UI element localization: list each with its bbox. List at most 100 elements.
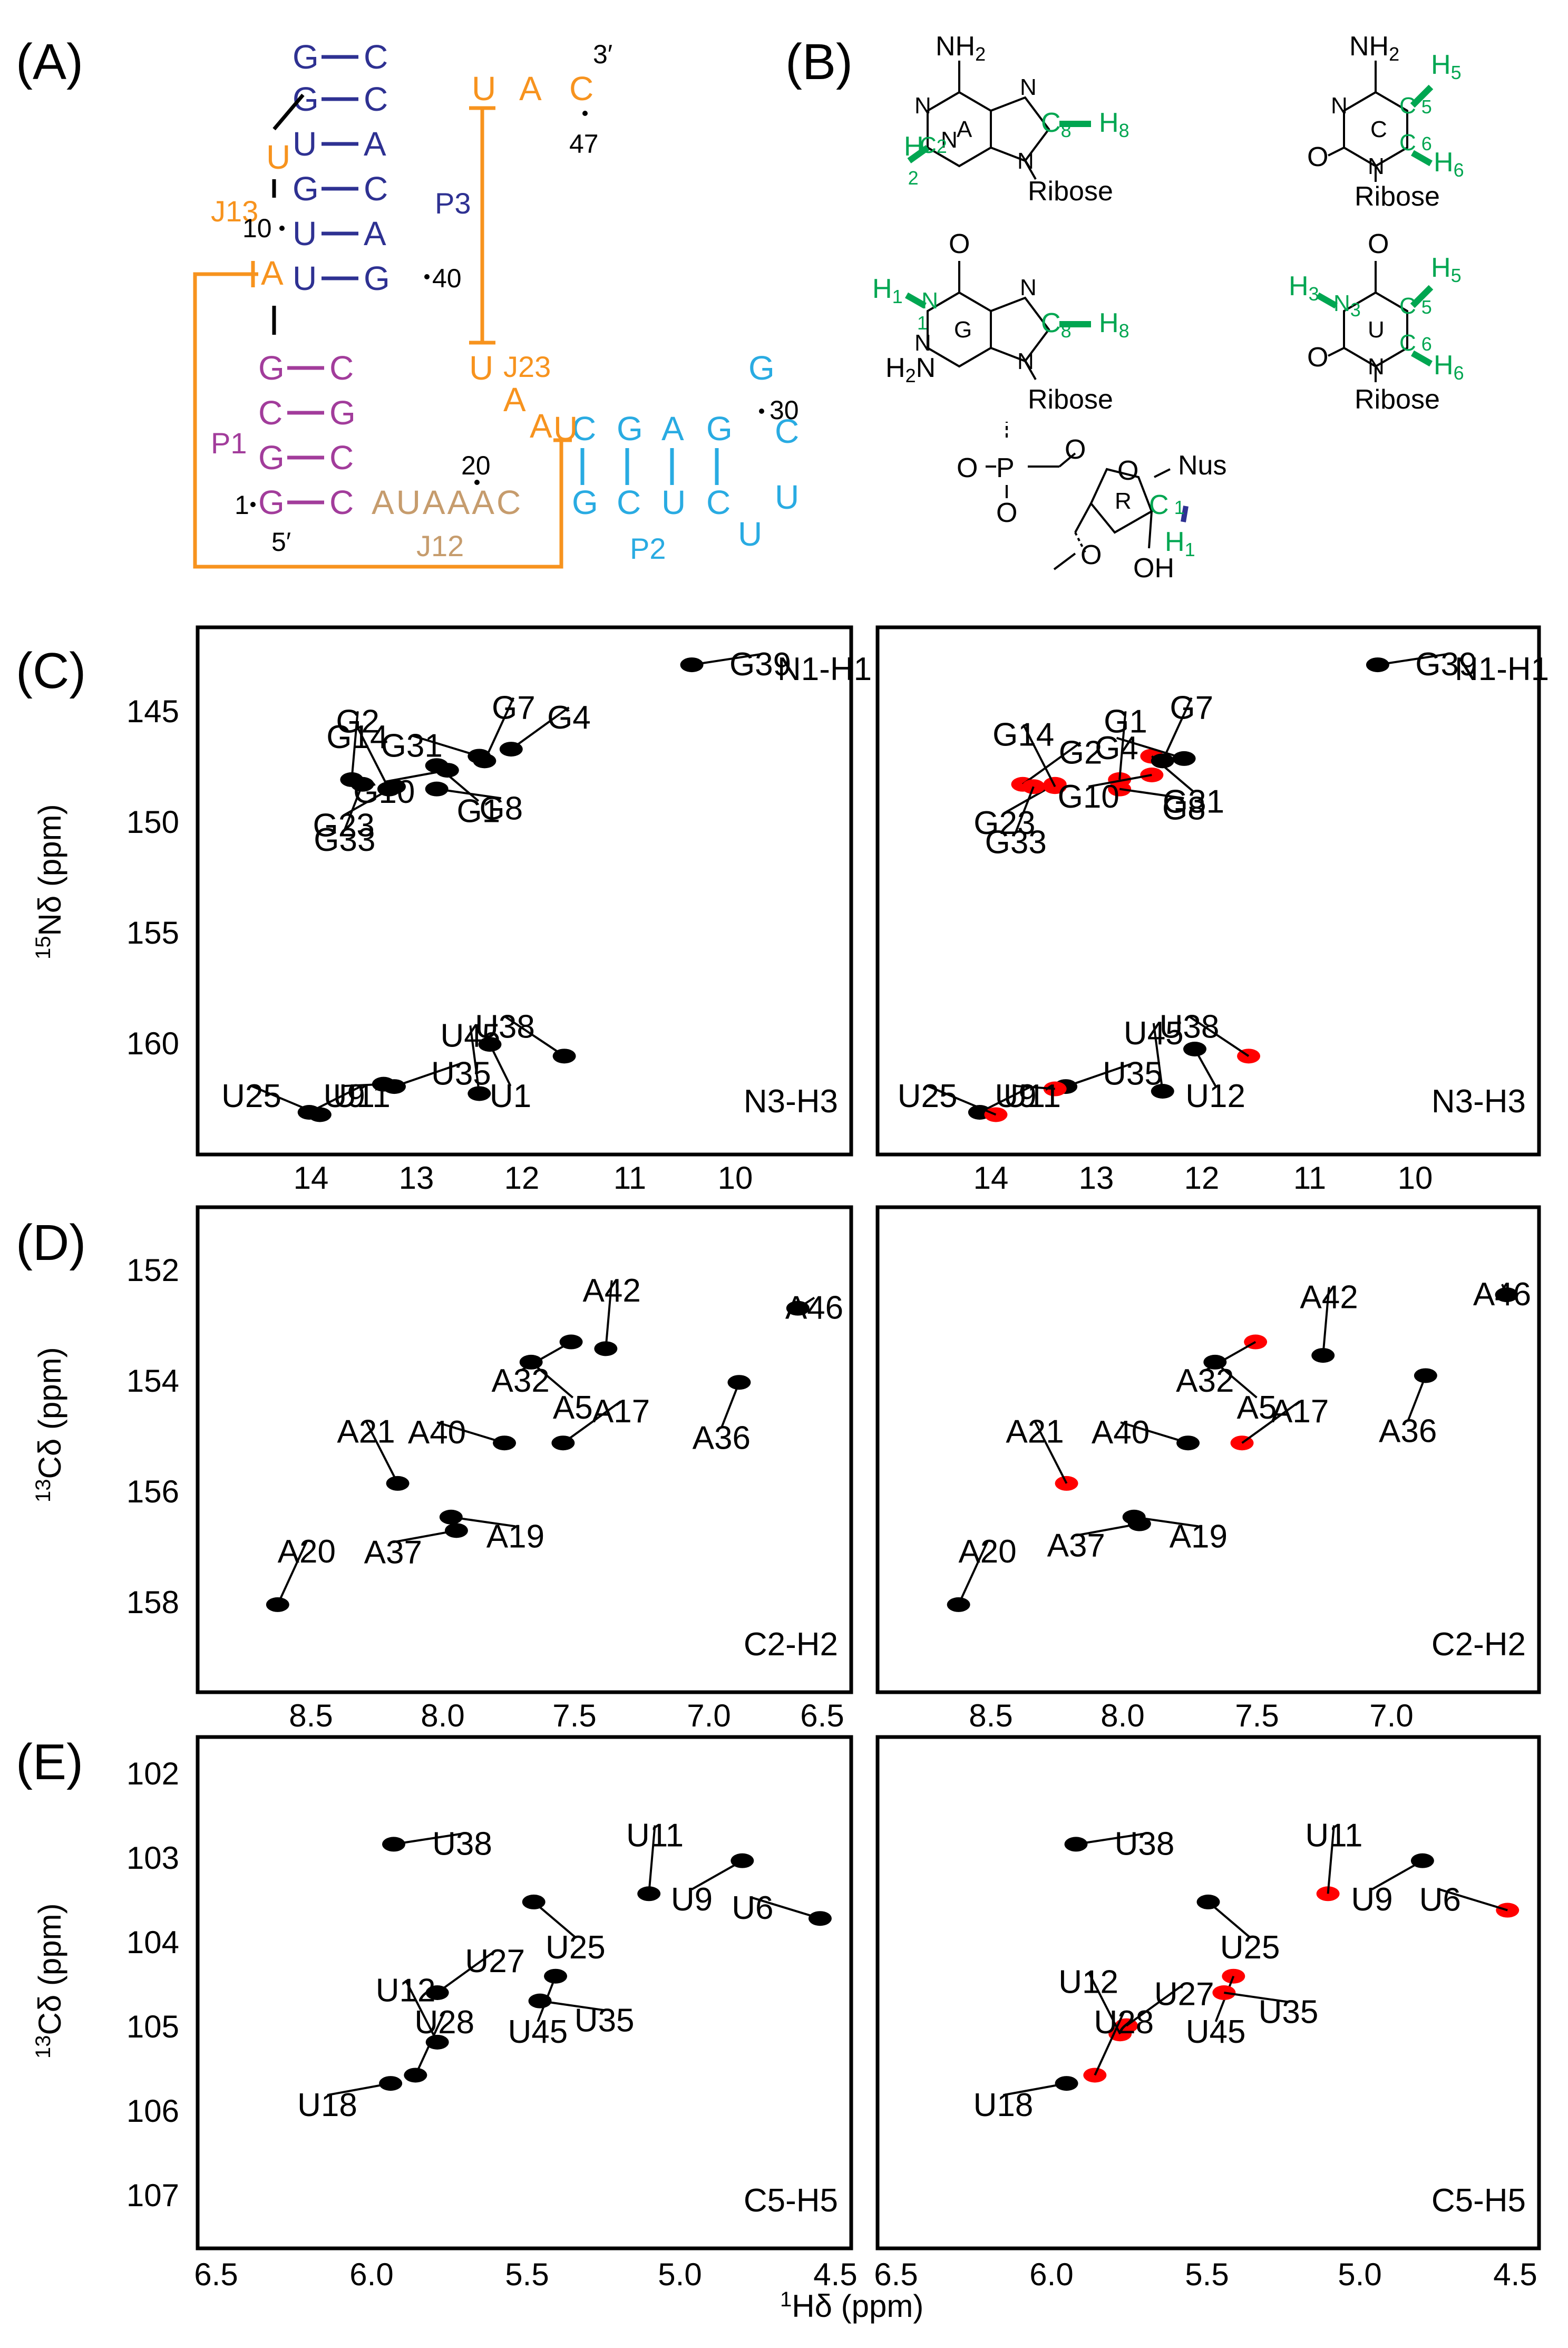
peak-label: G10 xyxy=(1058,779,1119,815)
p3-nt: G xyxy=(293,38,319,76)
c-x-tick: 10 xyxy=(1398,1160,1433,1196)
peak-leader-line xyxy=(720,1382,741,1429)
c-y-tick: 145 xyxy=(126,694,179,729)
peak-leader-line xyxy=(327,2082,391,2097)
peak-leader-line xyxy=(1022,724,1056,788)
guanine-h2n: H2N xyxy=(885,353,936,386)
peak-leader-line xyxy=(489,1044,512,1086)
adenine-ribose: Ribose xyxy=(1028,176,1113,207)
peak-label: G8 xyxy=(479,790,523,827)
p1-nt: G xyxy=(329,394,356,432)
peak-leader-line xyxy=(1015,786,1035,833)
p2-label: P2 xyxy=(630,532,666,565)
peak-leader-line xyxy=(648,1825,656,1894)
peak-label: A19 xyxy=(1170,1518,1228,1555)
x-axis-label: 1Hδ (ppm) xyxy=(780,2288,923,2324)
peak-label: U6 xyxy=(732,1890,773,1926)
p2-helix: C G A G G C U U G C U C P2 xyxy=(572,349,799,565)
peak-label: A5 xyxy=(1237,1390,1277,1426)
d-y-tick: 156 xyxy=(126,1474,179,1509)
c-x-tick: 13 xyxy=(1079,1160,1114,1196)
peak-label: U27 xyxy=(1154,1976,1214,2012)
guanine-h1: H1 xyxy=(872,274,903,307)
peak-label: G8 xyxy=(1162,790,1206,827)
junctions: U A J13 U A A U J23 U A C xyxy=(211,70,593,448)
peak-label: U38 xyxy=(1115,1826,1175,1862)
nt-number-20: 20 xyxy=(461,451,491,480)
e-y-tick: 102 xyxy=(126,1756,179,1791)
peak-leader-line xyxy=(540,2000,605,2012)
peak-label: A40 xyxy=(1092,1414,1150,1451)
peak-label: G1 xyxy=(456,793,500,829)
d-y-tick: 152 xyxy=(126,1253,179,1288)
frame-e-left xyxy=(196,1735,853,2250)
e-y-tick: 105 xyxy=(126,2009,179,2044)
e-x-tick: 5.0 xyxy=(658,2257,702,2292)
corner-labels: N3-H3 N3-H3 C2-H2 C2-H2 C5-H5 C5-H5 N1-H… xyxy=(744,651,1549,2219)
peak-leader-line xyxy=(411,734,480,758)
peak-leader-line xyxy=(1076,1522,1140,1537)
adenine-ring: A xyxy=(957,117,972,142)
p1-bonds xyxy=(287,366,324,504)
cytosine-n: N xyxy=(1368,153,1385,179)
guanine-n: N xyxy=(914,330,931,356)
peak-label: U25 xyxy=(1220,1929,1280,1966)
e-x-tick: 6.0 xyxy=(349,2257,393,2292)
backbone-links xyxy=(272,93,305,335)
p3-nt: G xyxy=(364,259,390,297)
adenine-structure xyxy=(907,61,1091,180)
p1-helix: G C G G C G C C P1 xyxy=(211,349,356,521)
peak-leader-line xyxy=(1065,1062,1133,1088)
peak-label: A19 xyxy=(486,1518,544,1555)
ribose-phosphate-structure xyxy=(986,422,1189,570)
peak-label: U45 xyxy=(440,1017,500,1054)
peak-label: G14 xyxy=(992,717,1054,753)
panel-label-d: (D) xyxy=(16,1215,86,1271)
ribose-nus: Nus xyxy=(1178,450,1226,481)
peak-leader-line xyxy=(1241,1400,1301,1444)
peak-leader-line xyxy=(691,1859,743,1890)
peak-leader-line xyxy=(1189,1015,1250,1057)
c-x-tick: 11 xyxy=(1293,1160,1326,1196)
p2-loop-nt: G xyxy=(748,349,775,387)
peak-leader-line xyxy=(365,1421,399,1484)
adenine-n: N xyxy=(941,127,958,153)
peak-label: U18 xyxy=(973,2087,1034,2123)
uracil-h6: H6 xyxy=(1434,350,1464,384)
adenine-n: N xyxy=(1020,74,1037,100)
e-x-tick: 6.5 xyxy=(194,2257,238,2292)
peak-label: G31 xyxy=(381,727,443,764)
peak-leader-line xyxy=(483,697,515,762)
p3-bonds xyxy=(322,55,358,280)
d-y-tick: 158 xyxy=(126,1585,179,1620)
e-x-tick: 6.5 xyxy=(874,2257,918,2292)
e-x-tick: 4.5 xyxy=(1493,2257,1537,2292)
p3-helix: G G U G U U C C A C A G P3 xyxy=(293,38,471,297)
peak-leader-line xyxy=(393,1832,463,1846)
peak-leader-line xyxy=(436,1950,496,1994)
cytosine-h5: H5 xyxy=(1431,50,1462,83)
p3-nt: U xyxy=(293,259,317,297)
p1-nt: C xyxy=(329,439,354,477)
d-x-tick: 7.0 xyxy=(687,1698,731,1733)
adenine-n: N xyxy=(1017,148,1034,174)
nt-number-10: 10 xyxy=(242,214,272,243)
p3-nt: C xyxy=(364,38,388,76)
j23-label: J23 xyxy=(503,350,551,383)
p2-loop-nt: U xyxy=(775,478,799,516)
p2-bonds xyxy=(580,448,719,485)
peak-label: U25 xyxy=(546,1929,606,1966)
peak-label: A46 xyxy=(785,1290,843,1326)
peak-label: U28 xyxy=(1094,2004,1154,2041)
guanine-h8: H8 xyxy=(1099,308,1129,342)
adenine-c2: C2 xyxy=(920,132,947,158)
c-x-tick: 10 xyxy=(718,1160,753,1196)
peak-leader-line xyxy=(1501,1284,1508,1295)
p1-nt: G xyxy=(258,483,285,521)
p2-nt: G xyxy=(706,410,733,448)
cytosine-structure xyxy=(1328,61,1434,182)
